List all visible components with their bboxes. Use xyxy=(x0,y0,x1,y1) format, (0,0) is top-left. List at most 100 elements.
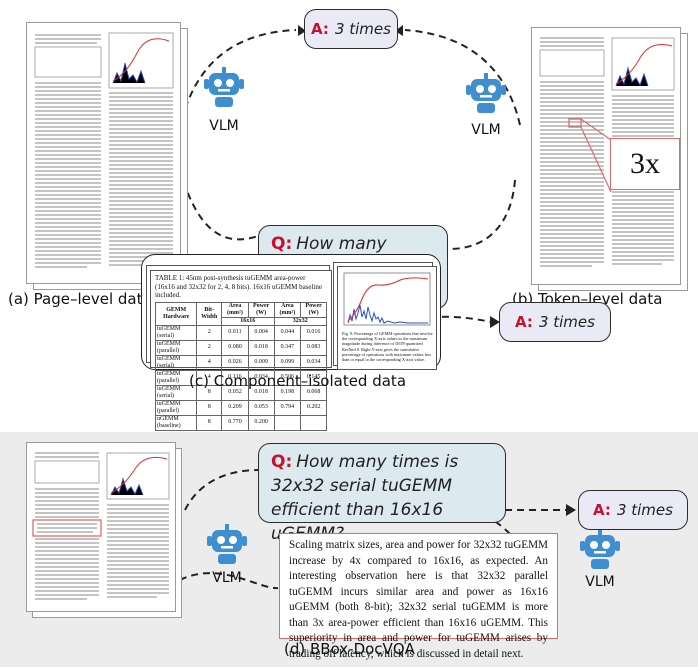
robot-head xyxy=(209,73,239,95)
robot-antenna xyxy=(598,529,602,535)
table-cell: tuGEMM (serial) xyxy=(154,324,198,341)
table-header: Area (mm²) xyxy=(221,301,249,318)
robot-icon xyxy=(207,524,247,564)
table-cell xyxy=(300,414,327,431)
doc-d-lines-2 xyxy=(35,488,99,518)
robot-ear-left xyxy=(466,85,471,95)
arrowhead-top-answer-right xyxy=(395,25,403,36)
robot-antenna xyxy=(225,524,229,530)
robot-mouth xyxy=(594,551,606,554)
doc-a-right-column xyxy=(108,32,174,266)
doc-d-left-column xyxy=(34,452,100,600)
doc-b-lines-1 xyxy=(540,37,604,47)
vlm-label-top-left: VLM xyxy=(209,118,239,134)
robot-eye-right xyxy=(488,85,496,93)
doc-d-bbox-lines xyxy=(37,523,97,533)
doc-a-lines-2 xyxy=(35,82,101,268)
vlm-label-top-right: VLM xyxy=(471,122,501,138)
doc-d-right-column xyxy=(106,452,170,598)
doc-a-figure-curve xyxy=(112,38,170,82)
answer-bottom-text: 3 times xyxy=(616,501,673,519)
robot-ear-left xyxy=(204,79,209,89)
answer-top-prefix: A: xyxy=(311,20,329,38)
robot-body xyxy=(218,554,236,564)
page-level-doc-content xyxy=(34,32,174,268)
doc-d-lines-3 xyxy=(35,538,99,600)
doc-b-figure-frame xyxy=(611,37,675,91)
token-level-doc-content xyxy=(539,37,675,267)
table-cell: 0.145 xyxy=(300,369,327,386)
table-header: GEMM Hardware xyxy=(154,301,198,326)
robot-antenna xyxy=(222,67,226,73)
question-top-prefix: Q: xyxy=(271,234,293,254)
answer-component-prefix: A: xyxy=(515,313,533,331)
table-header: Power (W) xyxy=(300,301,327,318)
bbox-text-region: Scaling matrix sizes, area and power for… xyxy=(279,533,558,660)
robot-ear-right xyxy=(615,541,620,551)
caption-component-isolated: (c) Component–isolated data xyxy=(189,372,407,390)
answer-top-text: 3 times xyxy=(334,20,391,38)
figure-caption: Fig. 9: Percentage of GEMM operations th… xyxy=(342,331,433,363)
question-bottom-box: Q:How many times is 32x32 serial tuGEMM … xyxy=(258,443,506,544)
table-cell: tuGEMM (parallel) xyxy=(154,339,198,356)
doc-b-table xyxy=(539,49,605,77)
question-bottom-prefix: Q: xyxy=(271,452,293,472)
robot-body xyxy=(477,103,495,113)
token-highlight-box xyxy=(568,118,582,128)
figure-cumulative-curve xyxy=(347,277,429,322)
connector-doc-to-bbox xyxy=(179,572,279,590)
doc-a-left-column xyxy=(34,34,102,268)
doc-b-lines-2 xyxy=(540,81,604,267)
doc-d-bbox-highlight xyxy=(32,519,102,537)
table-header: Area (mm²) xyxy=(273,301,302,318)
robot-head xyxy=(471,79,501,101)
answer-bottom-prefix: A: xyxy=(593,501,611,519)
doc-a-lines-3 xyxy=(109,92,173,266)
caption-bbox-docvqa: (d) BBox-DocVQA xyxy=(284,640,415,658)
robot-eye-right xyxy=(602,541,610,549)
answer-top-pill: A: 3 times xyxy=(304,9,398,49)
doc-a-lines-1 xyxy=(35,34,101,44)
robot-ear-left xyxy=(580,541,585,551)
doc-d-lines-4 xyxy=(107,504,169,598)
doc-d-table xyxy=(34,460,100,484)
figure-histogram xyxy=(347,304,428,324)
table-cell xyxy=(273,414,302,431)
robot-icon xyxy=(466,73,506,113)
connector-page-to-answer xyxy=(181,29,297,121)
robot-icon xyxy=(580,529,620,569)
figure-plot-frame xyxy=(343,272,431,326)
robot-eye-left xyxy=(590,541,598,549)
robot-antenna xyxy=(484,73,488,79)
connector-doc-to-question xyxy=(184,469,259,511)
page-level-doc xyxy=(26,22,181,284)
table-cell: uGEMM (baseline) xyxy=(154,414,198,431)
doc-d-figure-curve xyxy=(110,456,168,494)
doc-d-lines-1 xyxy=(35,452,99,458)
doc-d-figure-frame xyxy=(106,452,170,500)
doc-a-table xyxy=(34,46,102,78)
robot-body xyxy=(215,97,233,107)
doc-b-left-column xyxy=(539,37,605,267)
arrowhead-bottom-answer xyxy=(566,504,576,516)
doc-d-figure-bars xyxy=(110,477,144,496)
token-zoom-text: 3x xyxy=(630,147,660,180)
robot-mouth xyxy=(480,95,492,98)
robot-head xyxy=(585,535,615,557)
robot-eye-right xyxy=(229,536,237,544)
figure-card: Fig. 9: Percentage of GEMM operations th… xyxy=(337,266,437,370)
doc-b-figure-curve xyxy=(615,44,673,85)
token-zoom-box: 3x xyxy=(610,138,680,190)
table-card: TABLE 1: 45nm post-synthesis tuGEMM area… xyxy=(150,270,332,431)
bbox-doc xyxy=(26,442,176,612)
token-zoom-lines xyxy=(580,118,612,193)
component-table: GEMM Hardware Bit-Width Area (mm²) Power… xyxy=(154,301,328,431)
robot-ear-right xyxy=(239,79,244,89)
connector-page-to-question xyxy=(179,169,259,241)
bbox-doc-content xyxy=(32,452,170,600)
